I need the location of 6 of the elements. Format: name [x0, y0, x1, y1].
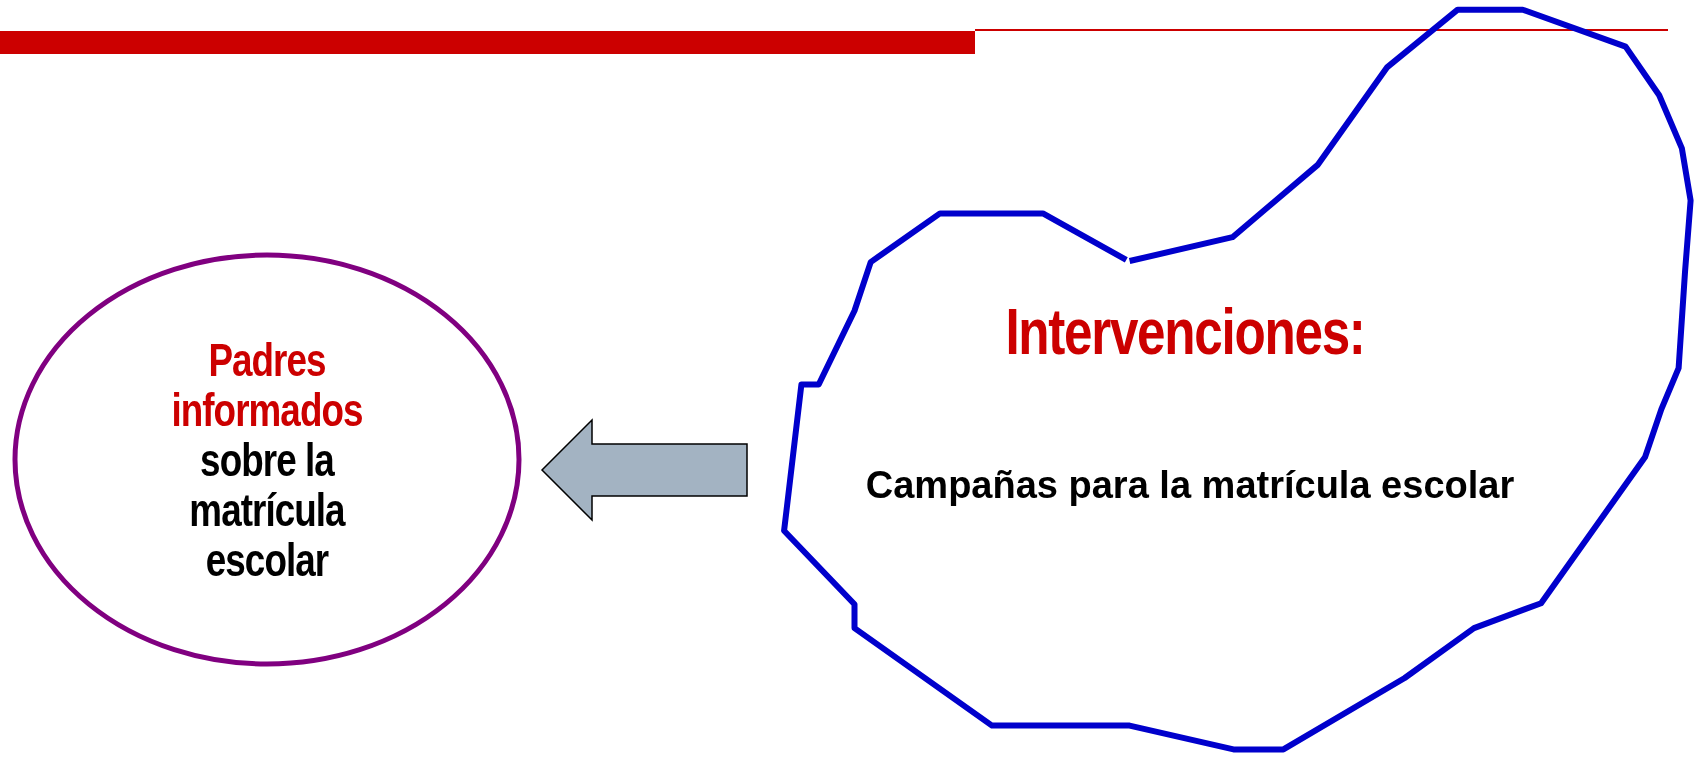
ellipse-body: sobre la matrícula escolar	[188, 434, 347, 585]
block-arrow	[540, 418, 748, 522]
ellipse-heading: Padres informados	[171, 334, 363, 435]
blob-heading: Intervenciones:	[1004, 296, 1366, 368]
blob-body: Campañas para la matrícula escolar	[864, 463, 1516, 508]
ellipse-node	[12, 252, 522, 667]
